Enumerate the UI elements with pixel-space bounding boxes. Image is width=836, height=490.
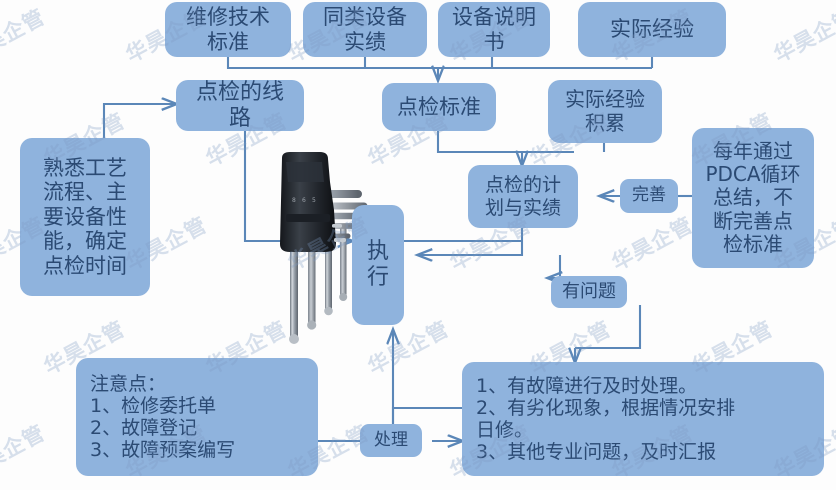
node-attention-points[interactable]: 注意点： 1、检修委托单 2、故障登记 3、故障预案编写 [76,358,318,476]
hex-key-set-photo: 8 6 5 [280,152,368,344]
node-execute[interactable]: 执 行 [352,205,404,325]
svg-text:5: 5 [312,197,316,204]
node-pdca-improve[interactable]: 每年通过 PDCA循环 总结，不 断完善点 检标准 [692,128,814,268]
svg-text:8: 8 [292,197,296,204]
node-inspection-route[interactable]: 点检的线 路 [176,80,304,131]
node-improve-label[interactable]: 完善 [620,179,678,213]
node-equipment-manual[interactable]: 设备说明 书 [438,2,550,57]
node-similar-equipment-record[interactable]: 同类设备 实绩 [303,2,427,57]
node-actual-experience[interactable]: 实际经验 [578,2,726,57]
node-inspection-standard[interactable]: 点检标准 [382,83,496,131]
node-fault-actions[interactable]: 1、有故障进行及时处理。 2、有劣化现象，根据情况安排 日修。 3、其他专业问题… [462,362,824,476]
node-repair-tech-standard[interactable]: 维修技术 标准 [165,2,291,57]
svg-text:6: 6 [302,197,306,204]
node-experience-accumulation[interactable]: 实际经验 积累 [548,80,662,143]
node-inspection-plan-result[interactable]: 点检的计 划与实绩 [468,165,578,228]
node-has-problem[interactable]: 有问题 [551,276,627,308]
node-familiar-process[interactable]: 熟悉工艺 流程、主 要设备性 能，确定 点检时间 [20,138,150,296]
node-handle-label[interactable]: 处理 [360,424,422,457]
